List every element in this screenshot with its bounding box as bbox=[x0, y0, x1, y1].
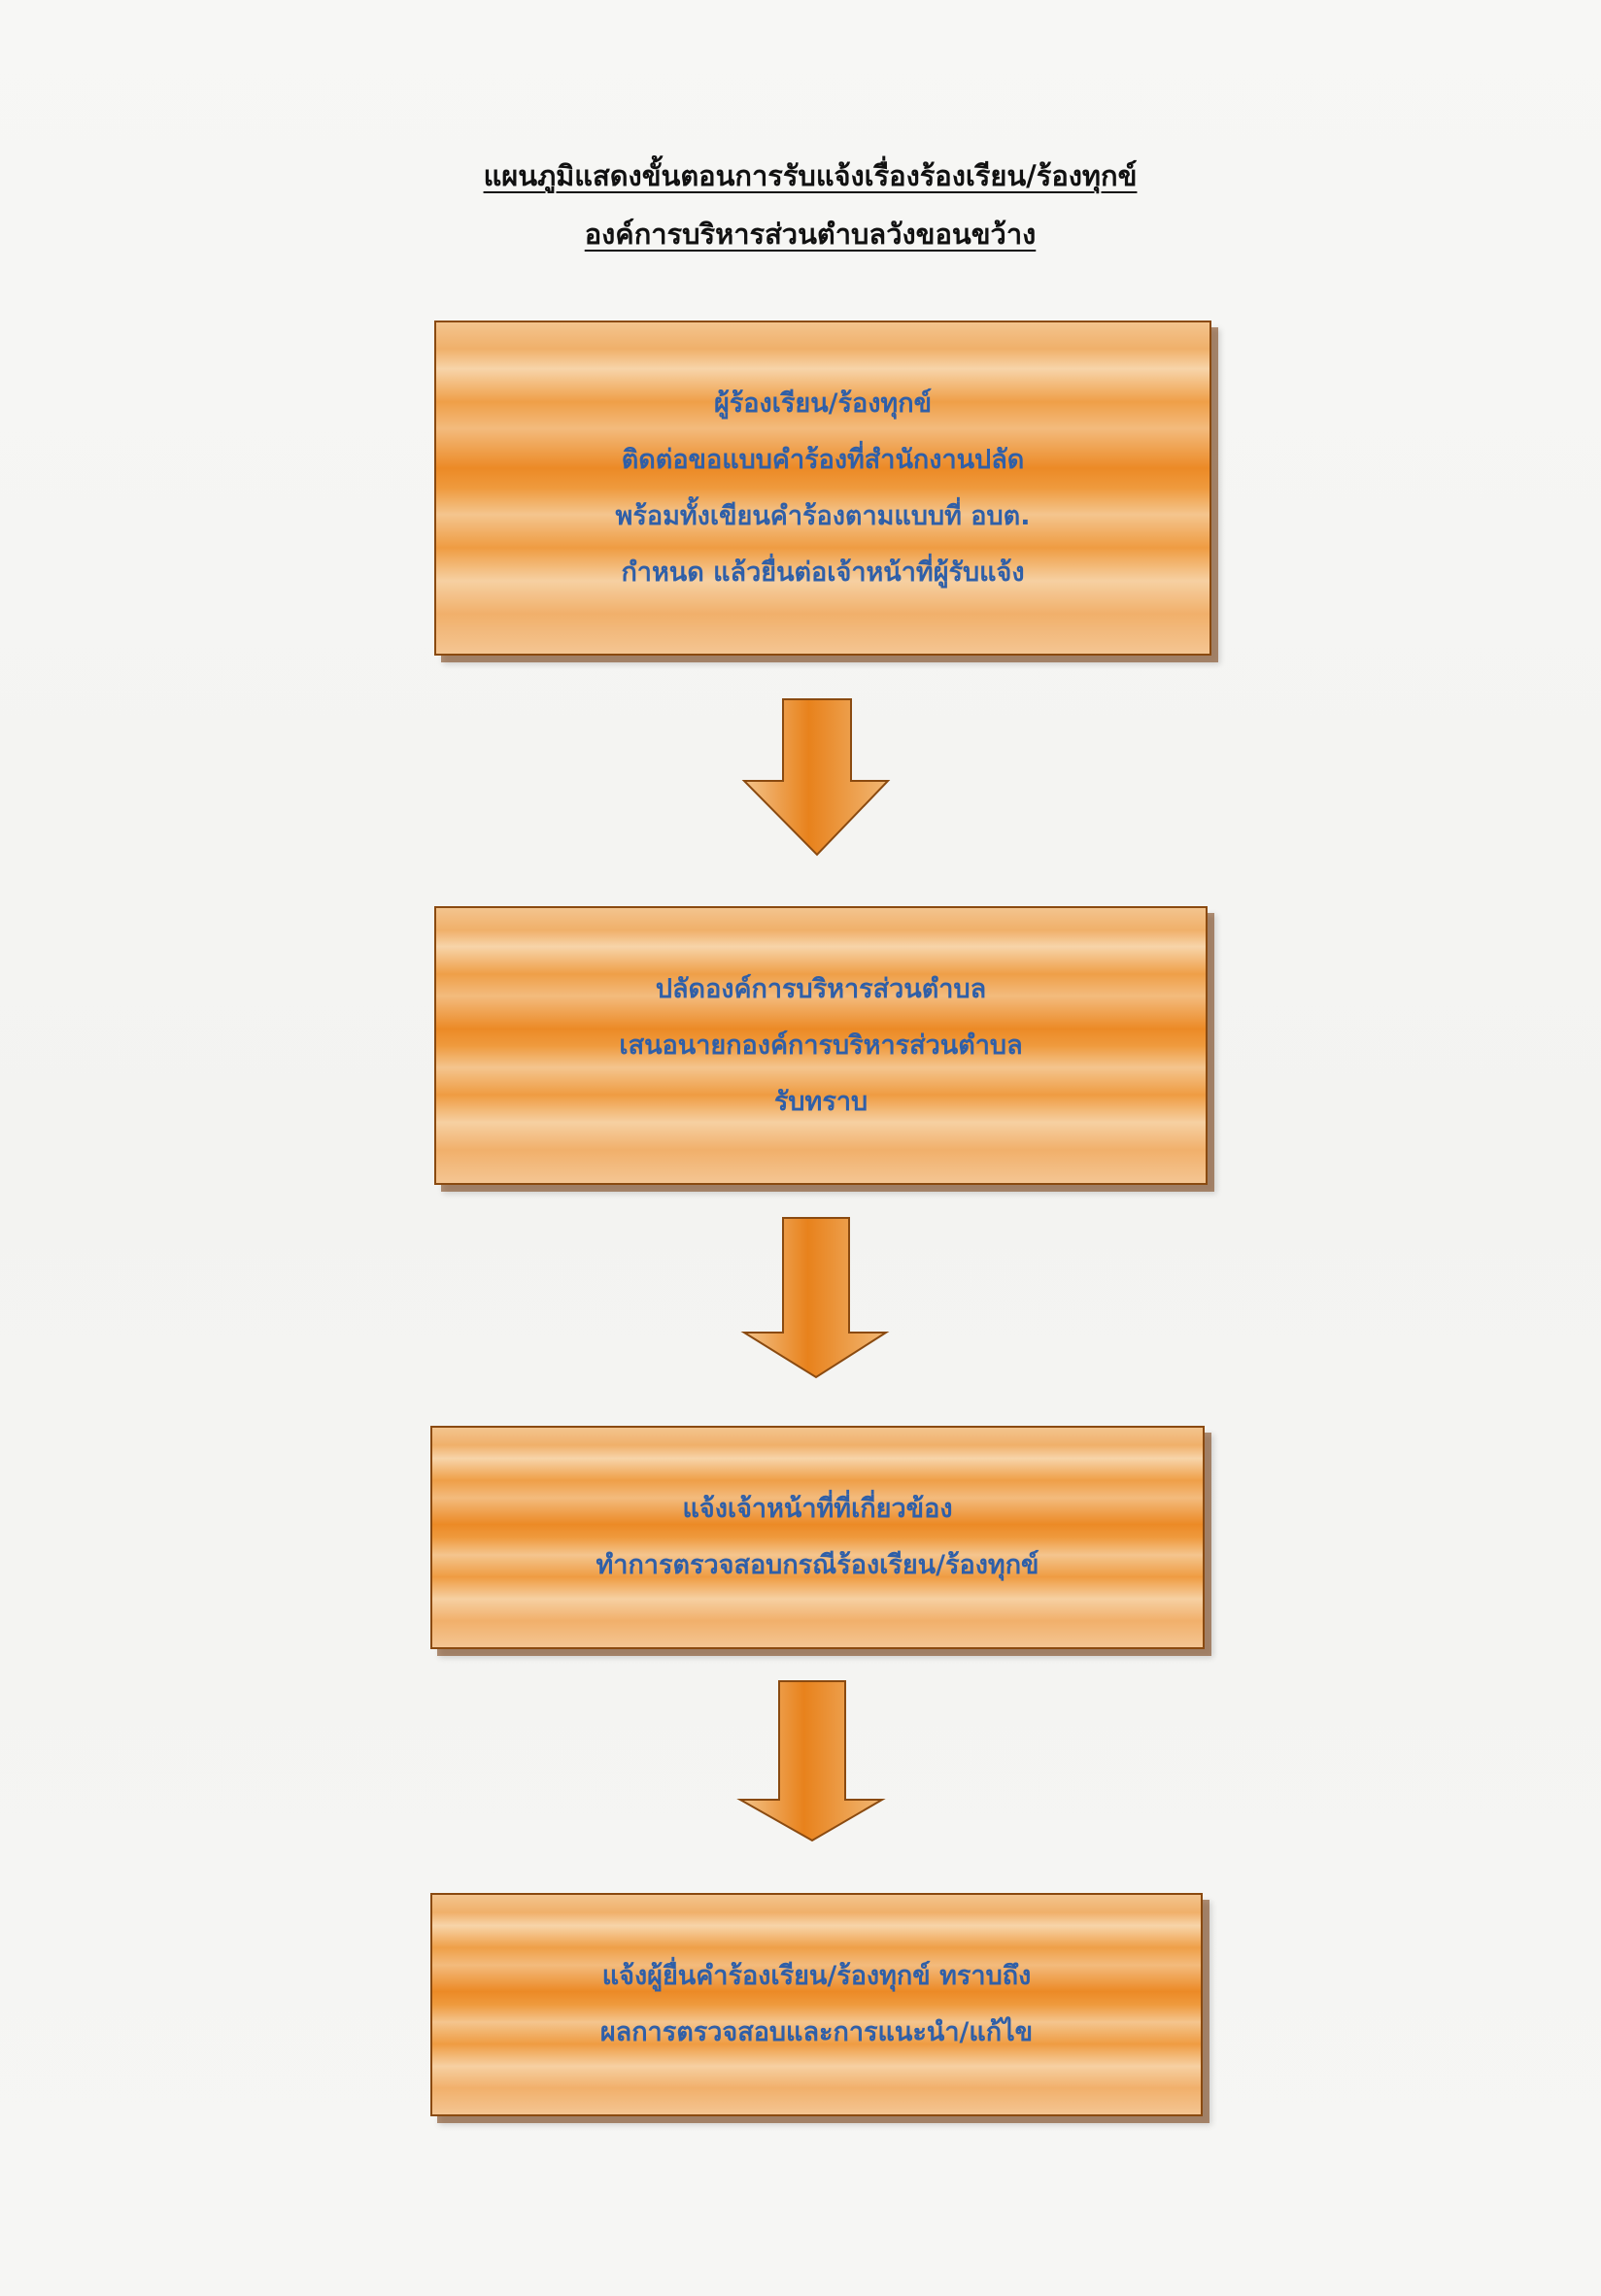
step-1-box: ผู้ร้องเรียน/ร้องทุกข์ ติดต่อขอแบบคำร้อง… bbox=[434, 321, 1211, 656]
step-3-line-1: แจ้งเจ้าหน้าที่ที่เกี่ยวข้อง bbox=[682, 1494, 953, 1524]
diagram-title: แผนภูมิแสดงขั้นตอนการรับแจ้งเรื่องร้องเร… bbox=[483, 159, 1138, 192]
step-2-line-2: เสนอนายกองค์การบริหารส่วนตำบล bbox=[619, 1030, 1023, 1061]
step-3-line-2: ทำการตรวจสอบกรณีร้องเรียน/ร้องทุกข์ bbox=[596, 1550, 1039, 1580]
down-arrow-2-icon bbox=[740, 1217, 890, 1379]
step-2-line-3: รับทราบ bbox=[773, 1086, 869, 1117]
step-2-line-1: ปลัดองค์การบริหารส่วนตำบล bbox=[655, 973, 987, 1004]
down-arrow-1-icon bbox=[741, 698, 891, 857]
step-1-line-1: ผู้ร้องเรียน/ร้องทุกข์ bbox=[713, 388, 933, 419]
step-1-line-4: กำหนด แล้วยื่นต่อเจ้าหน้าที่ผู้รับแจ้ง bbox=[621, 557, 1025, 588]
down-arrow-3-icon bbox=[736, 1680, 886, 1842]
step-4-line-1: แจ้งผู้ยื่นคำร้องเรียน/ร้องทุกข์ ทราบถึง bbox=[601, 1961, 1032, 1991]
step-3-box: แจ้งเจ้าหน้าที่ที่เกี่ยวข้อง ทำการตรวจสอ… bbox=[430, 1426, 1205, 1649]
step-1-line-3: พร้อมทั้งเขียนคำร้องตามแบบที่ อบต. bbox=[615, 500, 1031, 531]
step-4-box: แจ้งผู้ยื่นคำร้องเรียน/ร้องทุกข์ ทราบถึง… bbox=[430, 1893, 1203, 2116]
diagram-subtitle: องค์การบริหารส่วนตำบลวังขอนขว้าง bbox=[584, 218, 1037, 251]
step-1-line-2: ติดต่อขอแบบคำร้องที่สำนักงานปลัด bbox=[621, 444, 1025, 475]
step-2-box: ปลัดองค์การบริหารส่วนตำบล เสนอนายกองค์กา… bbox=[434, 906, 1208, 1185]
step-4-line-2: ผลการตรวจสอบและการแนะนำ/แก้ไข bbox=[599, 2017, 1034, 2047]
